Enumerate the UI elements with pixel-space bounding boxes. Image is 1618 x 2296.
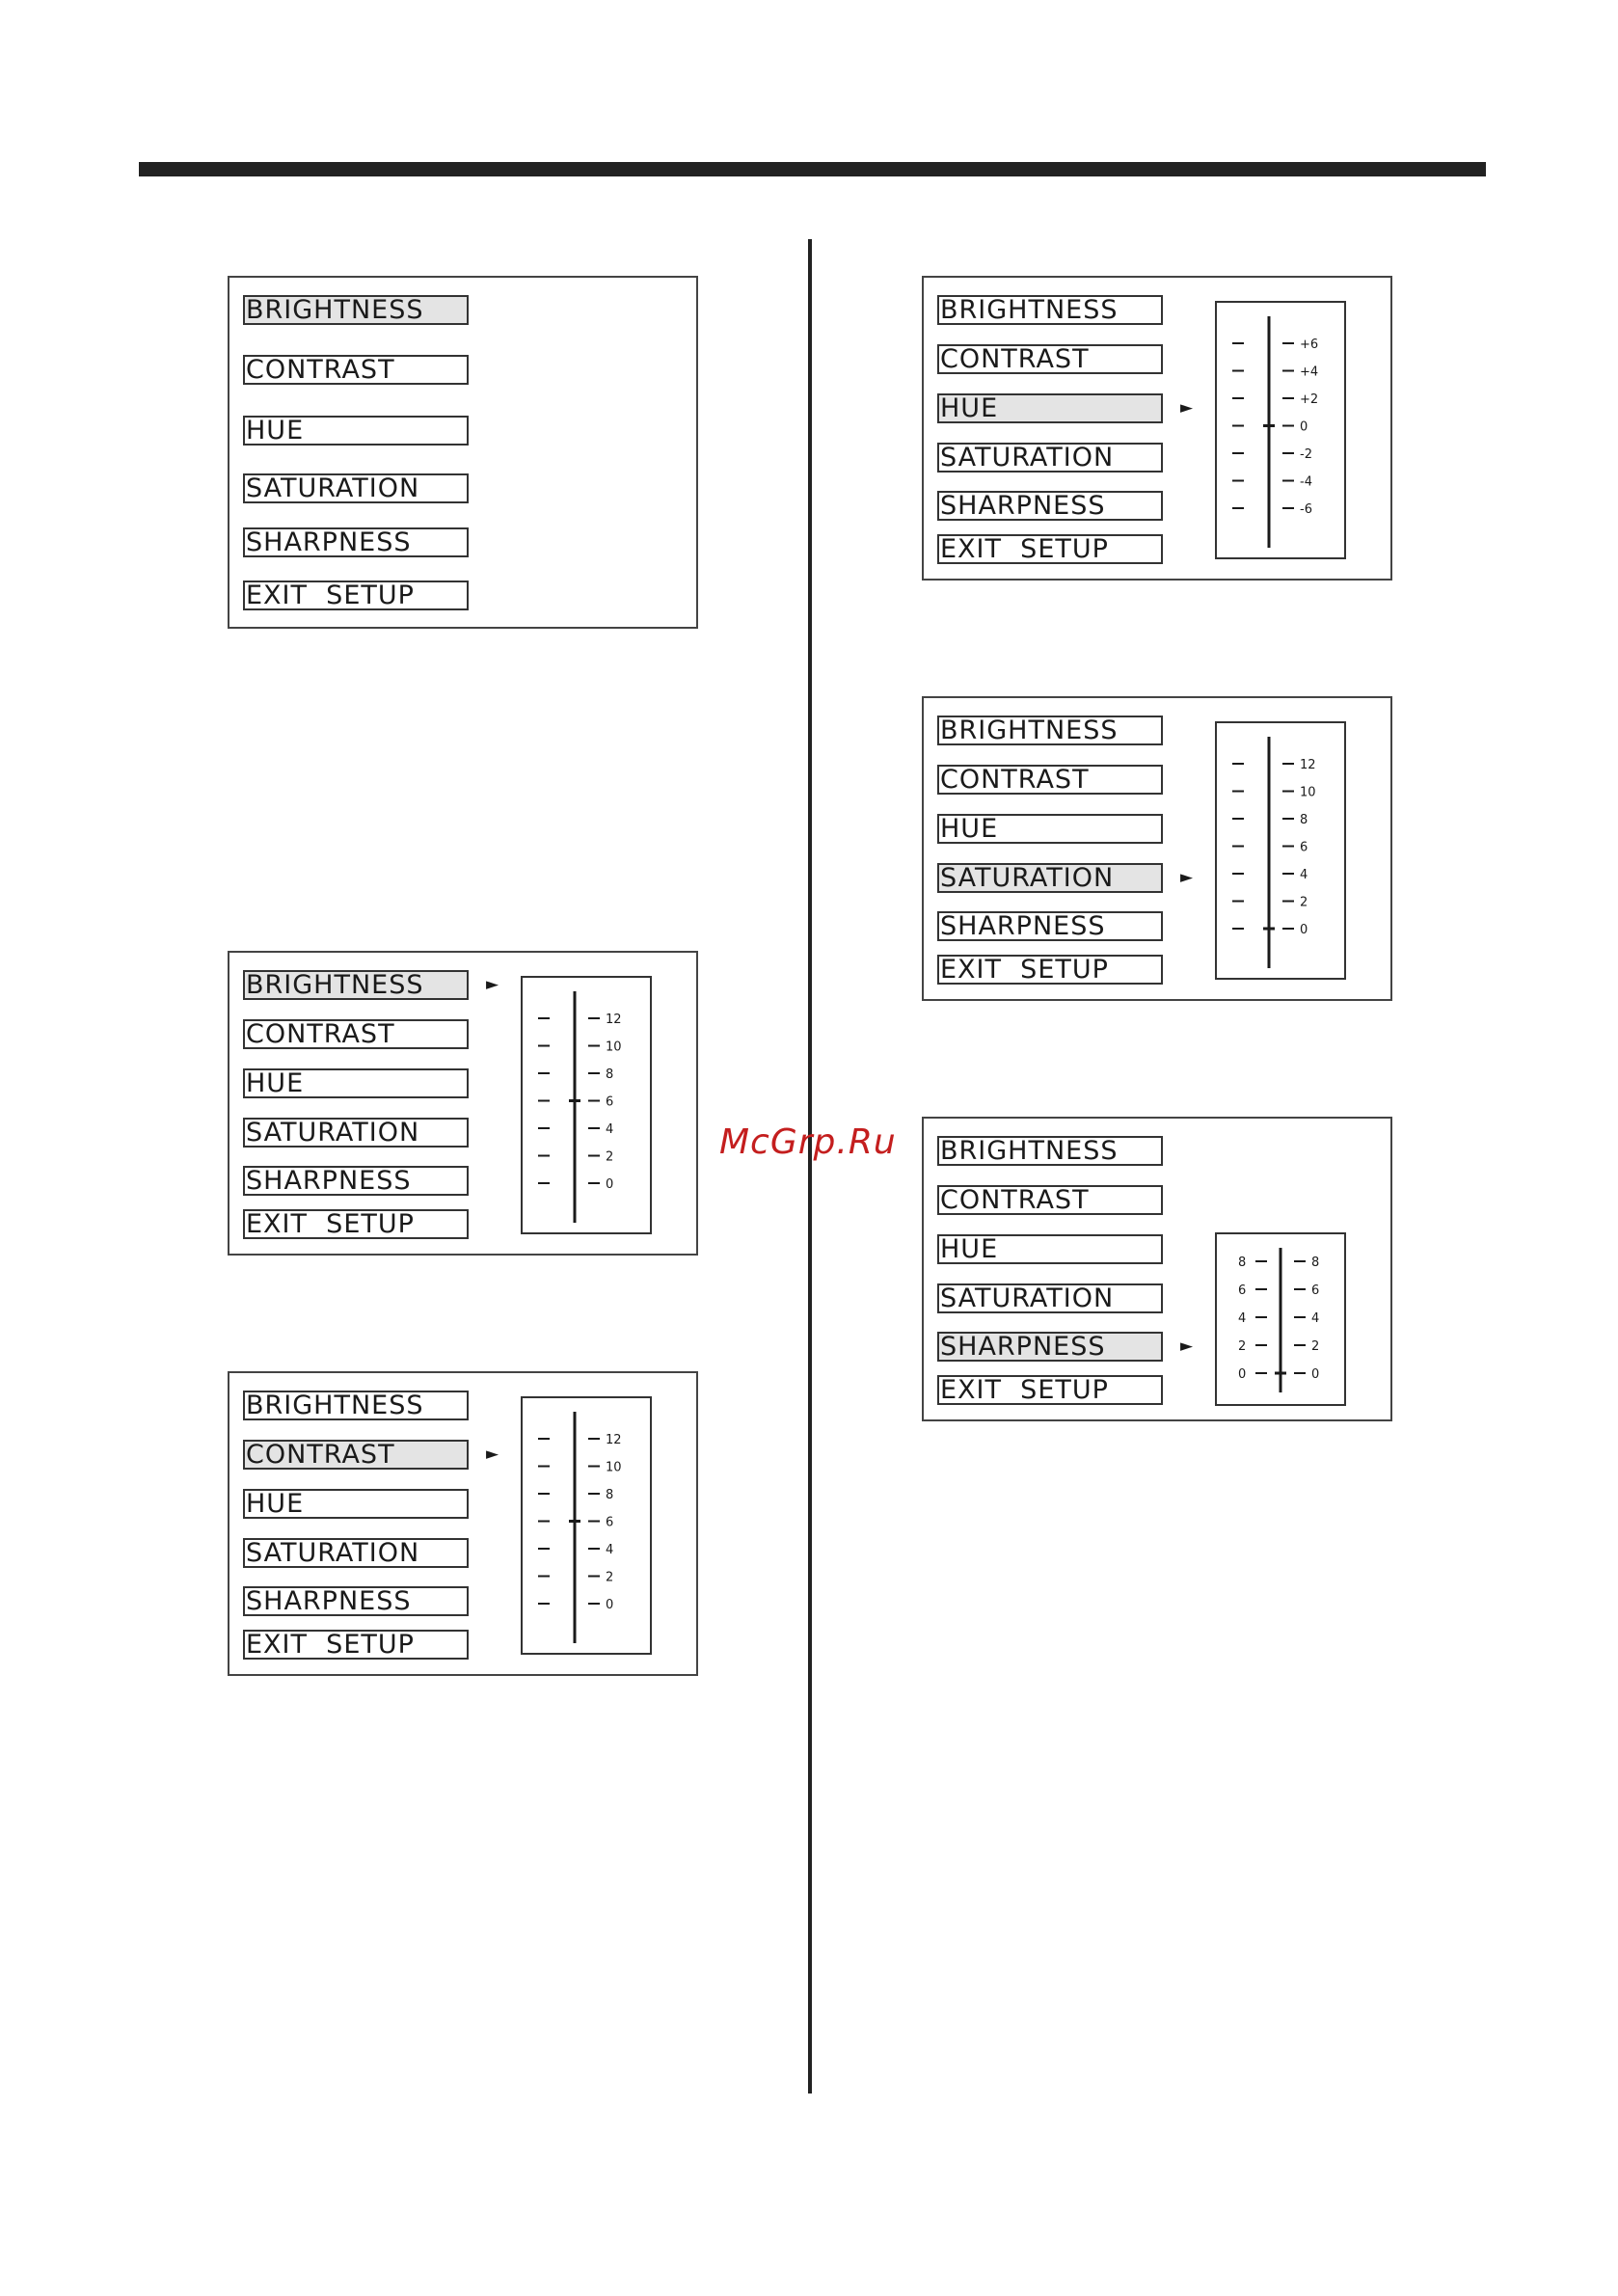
menu-item-contrast[interactable]: CONTRAST bbox=[243, 1440, 469, 1470]
menu-item-brightness[interactable]: BRIGHTNESS bbox=[243, 1391, 469, 1420]
osd-panel-sharpness: BRIGHTNESS CONTRAST HUE SATURATION SHARPNESS… bbox=[922, 1117, 1392, 1421]
scale-tick-label-left: 8 bbox=[1238, 1256, 1246, 1270]
scale-graphic: 12 10 8 6 4 2 0 bbox=[538, 991, 622, 1223]
selection-arrow-icon: ► bbox=[1180, 1337, 1194, 1356]
scale-tick-label-left: 4 bbox=[1238, 1311, 1246, 1326]
scale-tick-label: +4 bbox=[1300, 365, 1318, 380]
scale-tick-label: 2 bbox=[1311, 1339, 1319, 1354]
scale-graphic: 8 8 6 6 4 4 2 2 0 0 bbox=[1238, 1248, 1319, 1392]
scale-tick-label: +2 bbox=[1300, 392, 1318, 407]
scale-tick-label: 12 bbox=[606, 1433, 622, 1447]
menu-item-brightness[interactable]: BRIGHTNESS bbox=[243, 970, 469, 1000]
scale-tick-label: +6 bbox=[1300, 338, 1318, 352]
level-scale: 12 10 8 6 4 2 0 bbox=[521, 976, 652, 1234]
menu-item-sharpness[interactable]: SHARPNESS bbox=[243, 527, 469, 557]
menu-item-sharpness[interactable]: SHARPNESS bbox=[243, 1586, 469, 1616]
menu-item-exit-setup[interactable]: EXIT SETUP bbox=[243, 581, 469, 610]
menu-item-brightness[interactable]: BRIGHTNESS bbox=[937, 716, 1163, 745]
scale-tick-label: 12 bbox=[1300, 758, 1316, 772]
scale-tick-label: 0 bbox=[1300, 923, 1308, 937]
scale-tick-label: -4 bbox=[1300, 475, 1312, 490]
menu-item-brightness[interactable]: BRIGHTNESS bbox=[243, 295, 469, 325]
menu-item-saturation[interactable]: SATURATION bbox=[243, 473, 469, 503]
osd-panel-contrast: BRIGHTNESS CONTRAST HUE SATURATION SHARPNESS… bbox=[228, 1371, 698, 1676]
menu-item-hue[interactable]: HUE bbox=[937, 814, 1163, 844]
menu-item-hue[interactable]: HUE bbox=[243, 416, 469, 446]
osd-panel-main-menu: BRIGHTNESS CONTRAST HUE SATURATION SHARPNESS… bbox=[228, 276, 698, 629]
menu-item-exit-setup[interactable]: EXIT SETUP bbox=[243, 1209, 469, 1239]
level-scale: 8 8 6 6 4 4 2 2 0 0 bbox=[1215, 1232, 1346, 1406]
menu-item-exit-setup[interactable]: EXIT SETUP bbox=[937, 534, 1163, 564]
scale-tick-label: 0 bbox=[606, 1177, 613, 1192]
scale-tick-label-left: 6 bbox=[1238, 1283, 1246, 1298]
scale-tick-label: 4 bbox=[1300, 868, 1308, 882]
osd-panel-brightness: BRIGHTNESS CONTRAST HUE SATURATION SHARPNESS… bbox=[228, 951, 698, 1256]
menu-item-saturation[interactable]: SATURATION bbox=[243, 1538, 469, 1568]
menu-item-sharpness[interactable]: SHARPNESS bbox=[937, 911, 1163, 941]
level-scale: +6 +4 +2 0 -2 -4 -6 bbox=[1215, 301, 1346, 559]
scale-tick-label: 4 bbox=[606, 1122, 613, 1137]
scale-tick-label: 8 bbox=[606, 1067, 613, 1082]
scale-tick-label: 8 bbox=[606, 1488, 613, 1502]
menu-item-contrast[interactable]: CONTRAST bbox=[243, 355, 469, 385]
watermark: McGrp.Ru bbox=[719, 1122, 897, 1162]
menu-item-brightness[interactable]: BRIGHTNESS bbox=[937, 295, 1163, 325]
menu-item-exit-setup[interactable]: EXIT SETUP bbox=[937, 955, 1163, 985]
osd-panel-hue: BRIGHTNESS CONTRAST HUE SATURATION SHARPNESS… bbox=[922, 276, 1392, 581]
scale-tick-label: 2 bbox=[1300, 896, 1308, 910]
menu-item-contrast[interactable]: CONTRAST bbox=[937, 765, 1163, 795]
scale-tick-label: 6 bbox=[606, 1516, 613, 1530]
selection-arrow-icon: ► bbox=[486, 1445, 499, 1464]
menu-item-sharpness[interactable]: SHARPNESS bbox=[243, 1166, 469, 1196]
menu-item-exit-setup[interactable]: EXIT SETUP bbox=[937, 1375, 1163, 1405]
menu-item-contrast[interactable]: CONTRAST bbox=[243, 1019, 469, 1049]
scale-graphic: 12 10 8 6 4 2 0 bbox=[1232, 737, 1316, 968]
scale-tick-label: 8 bbox=[1300, 813, 1308, 827]
scale-tick-label: 12 bbox=[606, 1013, 622, 1027]
menu-item-hue[interactable]: HUE bbox=[937, 393, 1163, 423]
header-rule bbox=[139, 162, 1486, 176]
scale-tick-label-left: 2 bbox=[1238, 1339, 1246, 1354]
scale-tick-label: 10 bbox=[1300, 786, 1316, 800]
menu-item-hue[interactable]: HUE bbox=[243, 1068, 469, 1098]
selection-arrow-icon: ► bbox=[486, 975, 499, 994]
scale-graphic: +6 +4 +2 0 -2 -4 -6 bbox=[1232, 316, 1318, 548]
scale-tick-label: 0 bbox=[1300, 420, 1308, 435]
selection-arrow-icon: ► bbox=[1180, 868, 1194, 887]
scale-tick-label: 2 bbox=[606, 1571, 613, 1585]
scale-tick-label-left: 0 bbox=[1238, 1367, 1246, 1382]
scale-tick-label: 6 bbox=[1311, 1283, 1319, 1298]
scale-tick-label: 10 bbox=[606, 1461, 622, 1475]
scale-tick-label: 0 bbox=[606, 1598, 613, 1612]
menu-item-hue[interactable]: HUE bbox=[243, 1489, 469, 1519]
menu-item-saturation[interactable]: SATURATION bbox=[937, 1283, 1163, 1313]
menu-item-sharpness[interactable]: SHARPNESS bbox=[937, 491, 1163, 521]
menu-item-sharpness[interactable]: SHARPNESS bbox=[937, 1332, 1163, 1362]
selection-arrow-icon: ► bbox=[1180, 398, 1194, 418]
scale-tick-label: 2 bbox=[606, 1150, 613, 1165]
level-scale: 12 10 8 6 4 2 0 bbox=[521, 1396, 652, 1655]
menu-item-saturation[interactable]: SATURATION bbox=[243, 1118, 469, 1148]
scale-tick-label: 10 bbox=[606, 1040, 622, 1055]
osd-panel-saturation: BRIGHTNESS CONTRAST HUE SATURATION SHARPNESS… bbox=[922, 696, 1392, 1001]
scale-tick-label: 4 bbox=[1311, 1311, 1319, 1326]
level-scale: 12 10 8 6 4 2 0 bbox=[1215, 721, 1346, 980]
scale-tick-label: -6 bbox=[1300, 502, 1312, 517]
scale-tick-label: 4 bbox=[606, 1543, 613, 1557]
menu-item-contrast[interactable]: CONTRAST bbox=[937, 344, 1163, 374]
scale-tick-label: 8 bbox=[1311, 1256, 1319, 1270]
menu-item-exit-setup[interactable]: EXIT SETUP bbox=[243, 1630, 469, 1660]
column-divider bbox=[808, 239, 812, 2093]
menu-item-brightness[interactable]: BRIGHTNESS bbox=[937, 1136, 1163, 1166]
menu-item-contrast[interactable]: CONTRAST bbox=[937, 1185, 1163, 1215]
scale-graphic: 12 10 8 6 4 2 0 bbox=[538, 1412, 622, 1643]
scale-tick-label: 0 bbox=[1311, 1367, 1319, 1382]
scale-tick-label: 6 bbox=[606, 1095, 613, 1110]
menu-item-hue[interactable]: HUE bbox=[937, 1234, 1163, 1264]
menu-item-saturation[interactable]: SATURATION bbox=[937, 443, 1163, 473]
scale-tick-label: 6 bbox=[1300, 841, 1308, 855]
scale-tick-label: -2 bbox=[1300, 447, 1312, 462]
menu-item-saturation[interactable]: SATURATION bbox=[937, 863, 1163, 893]
